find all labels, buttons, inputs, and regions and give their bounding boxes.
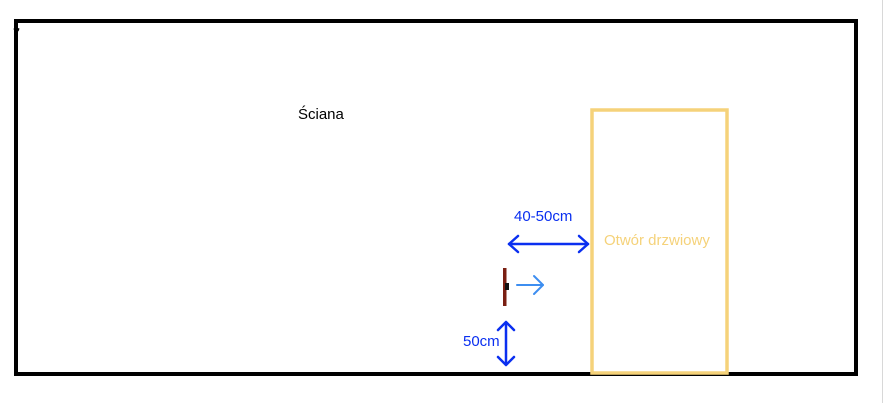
corner-mark	[13, 26, 20, 32]
window-right-edge	[882, 0, 891, 403]
height-dimension-arrow	[496, 320, 516, 367]
distance-dimension-arrow	[507, 234, 590, 254]
height-label: 50cm	[463, 333, 500, 350]
door-opening-outline	[590, 108, 729, 375]
wall-switch-icon	[503, 268, 509, 306]
wall-label: Ściana	[298, 106, 344, 123]
wall-outline	[14, 19, 858, 376]
distance-label: 40-50cm	[514, 208, 573, 225]
right-arrow-icon	[516, 275, 544, 295]
door-opening-label: Otwór drzwiowy	[604, 232, 710, 249]
